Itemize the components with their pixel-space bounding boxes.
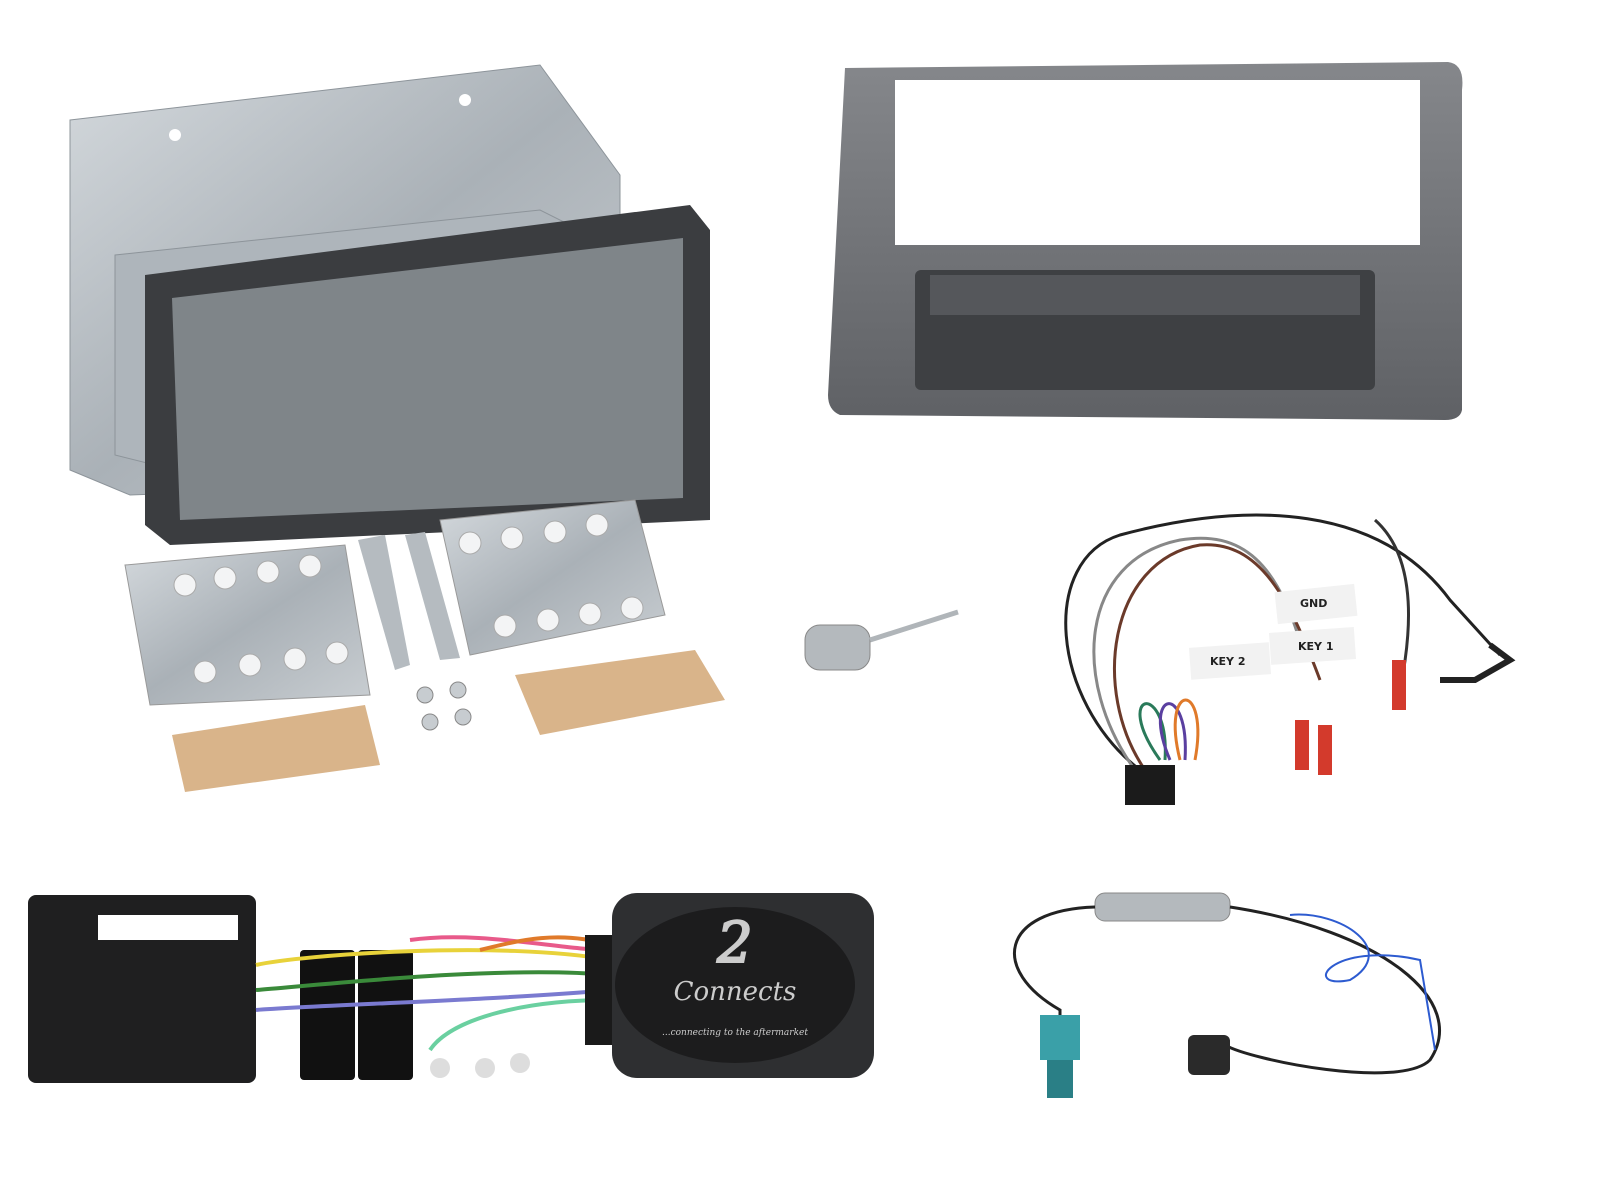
double-din-frame — [145, 205, 710, 545]
brand-tagline: ...connecting to the aftermarket — [662, 1028, 808, 1038]
iso-antenna-adapter — [804, 609, 959, 671]
harness-label-gnd: GND — [1274, 583, 1358, 625]
harness-label-key2: KEY 2 — [1188, 642, 1272, 680]
steering-harness-patch-lead — [1064, 513, 1516, 805]
brand-number: 2 — [716, 911, 753, 976]
fakra-antenna-adapter — [1012, 892, 1441, 1098]
brand-name: Connects — [674, 977, 797, 1007]
single-din-fascia — [828, 62, 1463, 420]
mounting-brackets — [124, 499, 725, 792]
steering-control-interface: 2 Connects ...connecting to the aftermar… — [28, 893, 874, 1083]
harness-label-key1: KEY 1 — [1268, 627, 1357, 665]
label-gnd-text: GND — [1300, 597, 1327, 610]
label-key1-text: KEY 1 — [1298, 640, 1334, 653]
label-key2-text: KEY 2 — [1210, 655, 1246, 668]
